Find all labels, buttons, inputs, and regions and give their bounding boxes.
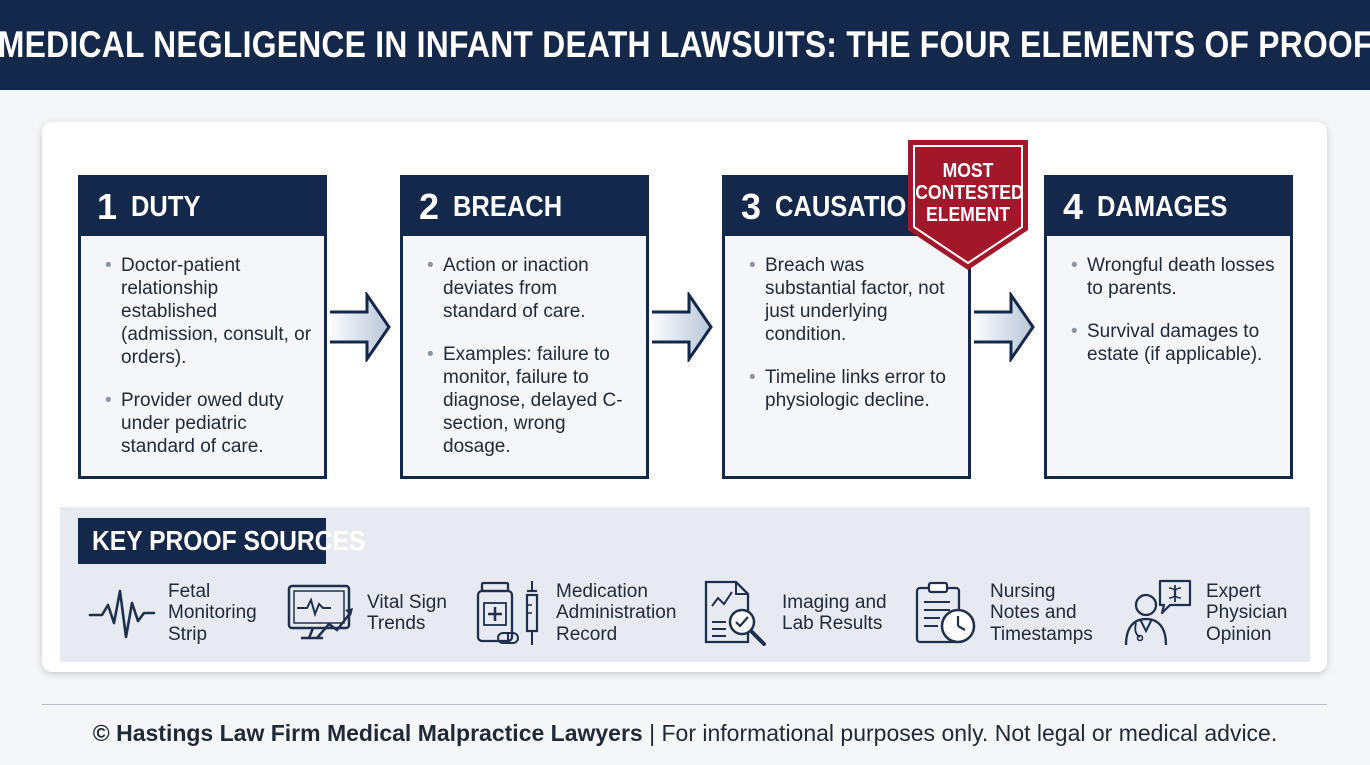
source-nursing-notes: Nursing Notes and Timestamps	[914, 578, 1130, 648]
badge-line: ELEMENT	[925, 204, 1011, 226]
step-number: 3	[741, 186, 762, 227]
source-label: Vital Sign Trends	[367, 592, 507, 635]
step-body: Breach was substantial factor, not just …	[725, 236, 968, 412]
step-card-damages: 4 DAMAGES Wrongful death losses to paren…	[1044, 175, 1293, 479]
page-title: MEDICAL NEGLIGENCE IN INFANT DEATH LAWSU…	[0, 24, 1370, 65]
step-title: DAMAGES	[1097, 190, 1228, 223]
heartbeat-icon	[88, 589, 156, 639]
step-bullet: Examples: failure to monitor, failure to…	[427, 343, 636, 458]
source-medication-record: Medication Administration Record	[474, 578, 696, 648]
footer-disclaimer: | For informational purposes only. Not l…	[642, 720, 1278, 746]
source-label: Nursing Notes and Timestamps	[990, 581, 1130, 646]
step-body: Wrongful death losses to parents. Surviv…	[1047, 236, 1290, 366]
source-label-line: Nursing	[990, 580, 1056, 602]
source-label-line: Vital Sign	[367, 591, 447, 613]
step-number: 4	[1063, 186, 1084, 227]
step-card-duty: 1 DUTY Doctor-patient relationship estab…	[78, 175, 327, 479]
step-bullet: Provider owed duty under pediatric stand…	[105, 389, 314, 458]
source-label-line: Opinion	[1206, 623, 1272, 645]
footer-divider	[42, 704, 1327, 705]
header-bar: MEDICAL NEGLIGENCE IN INFANT DEATH LAWSU…	[0, 0, 1370, 90]
step-header: 4 DAMAGES	[1047, 178, 1290, 236]
source-label-line: Physician	[1206, 602, 1288, 624]
source-label-line: Administration	[556, 602, 677, 624]
source-label-line: Expert	[1206, 580, 1261, 602]
step-bullet: Breach was substantial factor, not just …	[749, 254, 958, 346]
source-imaging-lab: Imaging and Lab Results	[702, 578, 922, 648]
source-expert-opinion: Expert Physician Opinion	[1124, 578, 1346, 648]
proof-sources-title: KEY PROOF SOURCES	[78, 518, 365, 564]
source-label-line: Record	[556, 623, 618, 645]
badge-line: CONTESTED	[915, 182, 1024, 204]
footer-firm: © Hastings Law Firm Medical Malpractice …	[92, 720, 643, 746]
step-header: 2 BREACH	[403, 178, 646, 236]
step-card-breach: 2 BREACH Action or inaction deviates fro…	[400, 175, 649, 479]
source-label-line: Timestamps	[990, 623, 1093, 645]
document-magnifier-icon	[704, 580, 766, 646]
proof-sources-title-text: KEY PROOF SOURCES	[92, 525, 366, 556]
step-title: DUTY	[131, 190, 201, 223]
step-bullet: Timeline links error to physiologic decl…	[749, 366, 958, 412]
step-bullet: Action or inaction deviates from standar…	[427, 254, 636, 323]
ribbon-badge-icon	[908, 140, 1028, 270]
arrow-right-icon	[971, 292, 1035, 362]
badge-line: MOST	[942, 160, 994, 182]
source-label: Imaging and Lab Results	[782, 592, 922, 635]
source-label-line: Strip	[168, 623, 208, 645]
arrow-right-icon	[649, 292, 713, 362]
source-label-line: Trends	[367, 613, 426, 634]
step-title: BREACH	[453, 190, 563, 223]
arrow-right-icon	[327, 292, 391, 362]
source-label-line: Lab Results	[782, 613, 883, 634]
clipboard-clock-icon	[915, 581, 976, 644]
step-number: 2	[419, 186, 440, 227]
source-label-line: Imaging and	[782, 591, 887, 613]
footer-text: © Hastings Law Firm Medical Malpractice …	[0, 720, 1370, 747]
medication-icon	[476, 581, 539, 645]
source-label: Expert Physician Opinion	[1206, 581, 1346, 646]
step-bullet: Survival damages to estate (if applicabl…	[1071, 320, 1280, 366]
step-bullet: Wrongful death losses to parents.	[1071, 254, 1280, 300]
monitor-trend-icon	[287, 584, 353, 640]
source-vital-sign-trends: Vital Sign Trends	[287, 578, 507, 648]
doctor-icon	[1124, 579, 1192, 646]
source-label-line: Fetal	[168, 580, 211, 602]
step-header: 1 DUTY	[81, 178, 324, 236]
step-title: CAUSATION	[775, 190, 925, 223]
source-label: Medication Administration Record	[556, 581, 696, 646]
step-number: 1	[97, 186, 118, 227]
source-label: Fetal Monitoring Strip	[168, 581, 308, 646]
step-bullet: Doctor-patient relationship established …	[105, 254, 314, 369]
source-label-line: Notes and	[990, 602, 1077, 624]
source-label-line: Monitoring	[168, 602, 257, 624]
step-body: Doctor-patient relationship established …	[81, 236, 324, 458]
source-label-line: Medication	[556, 580, 648, 602]
most-contested-badge: MOST CONTESTED ELEMENT	[915, 160, 1024, 226]
source-fetal-monitoring: Fetal Monitoring Strip	[88, 578, 308, 648]
step-body: Action or inaction deviates from standar…	[403, 236, 646, 458]
